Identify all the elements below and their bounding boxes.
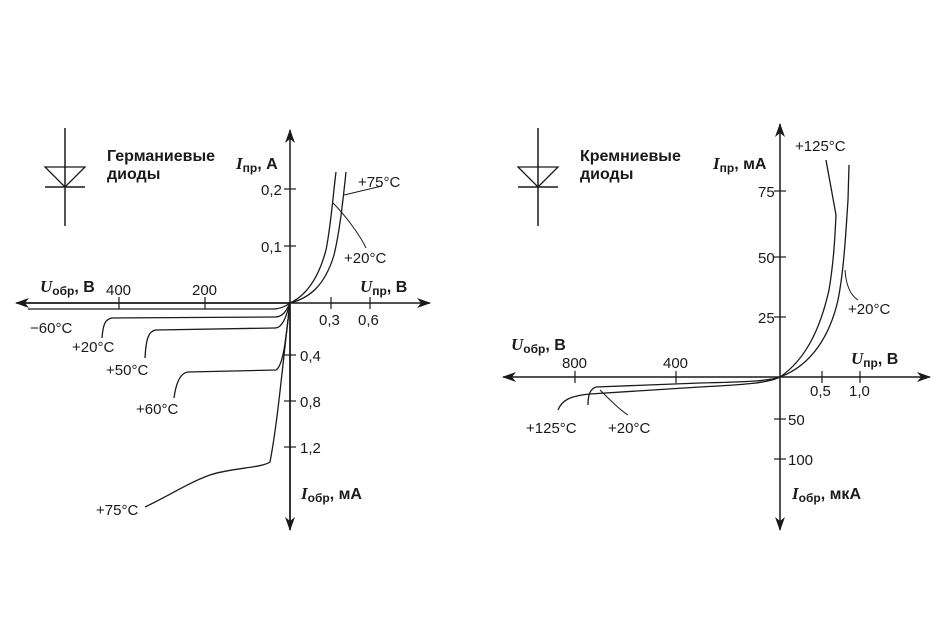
y-tick-label: 100 [788, 452, 813, 469]
series-label: −60°C [30, 320, 72, 337]
x-axis-label-neg: Uобр, В [511, 335, 566, 356]
series-line-50C-reverse [144, 302, 291, 359]
series-line-20C-reverse [101, 302, 291, 339]
series-line-20C-forward [289, 171, 347, 304]
diode-symbol-icon [43, 128, 87, 226]
x-tick-label: 0,3 [319, 312, 340, 329]
chart-title-line2: диоды [580, 166, 633, 183]
y-tick-label: 0,1 [261, 239, 282, 256]
x-axis-label-neg: Uобр, В [40, 277, 95, 298]
diode-symbol-icon [516, 128, 560, 226]
y-tick-label: 0,2 [261, 182, 282, 199]
x-tick-label: 200 [192, 282, 217, 299]
series-line-75C-forward [289, 171, 337, 304]
series-label: +60°C [136, 401, 178, 418]
y-tick-label: 50 [788, 412, 805, 429]
y-tick-label: 25 [758, 310, 775, 327]
x-tick-label: 800 [562, 355, 587, 372]
series-label: +125°C [526, 420, 577, 437]
series-label: +75°C [96, 502, 138, 519]
series-label: +20°C [344, 250, 386, 267]
series-label: +20°C [72, 339, 114, 356]
chart-title-line1: Кремниевые [580, 148, 681, 165]
x-axis-label-pos: Uпр, В [360, 277, 407, 298]
series-line-75C-reverse [144, 302, 291, 508]
chart-title-line2: диоды [107, 166, 160, 183]
series-line-m60C-reverse [28, 302, 291, 310]
x-tick-label: 0,5 [810, 383, 831, 400]
silicon-chart: Кремниевые диоды 75 50 25 0,5 1,0 800 40… [502, 123, 931, 531]
series-label: +20°C [848, 301, 890, 318]
series-line-20C-reverse [587, 376, 781, 406]
x-tick-label: 0,6 [358, 312, 379, 329]
x-tick-label: 1,0 [849, 383, 870, 400]
series-label: +75°C [358, 174, 400, 191]
series-line-20C-forward [779, 164, 850, 378]
x-tick-label: 400 [106, 282, 131, 299]
y-axis-label-pos: Iпр, А [235, 154, 278, 175]
series-line-125C-forward [779, 159, 837, 378]
series-label: +50°C [106, 362, 148, 379]
x-tick-label: 400 [663, 355, 688, 372]
y-tick-label: 50 [758, 250, 775, 267]
y-tick-label: 75 [758, 184, 775, 201]
y-tick-label: 1,2 [300, 440, 321, 457]
series-label: +125°C [795, 138, 846, 155]
germanium-chart: Германиевые диоды 0,2 0,1 0,3 0,6 400 20… [15, 128, 431, 531]
y-axis-label-pos: Iпр, мА [712, 154, 767, 175]
y-tick-label: 0,8 [300, 394, 321, 411]
x-axis-label-pos: Uпр, В [851, 349, 898, 370]
chart-title-line1: Германиевые [107, 148, 215, 165]
y-axis-label-neg: Iобр, мкА [791, 484, 861, 505]
series-line-125C-reverse [557, 376, 781, 411]
series-label: +20°C [608, 420, 650, 437]
y-tick-label: 0,4 [300, 348, 321, 365]
y-axis-label-neg: Iобр, мА [300, 484, 362, 505]
